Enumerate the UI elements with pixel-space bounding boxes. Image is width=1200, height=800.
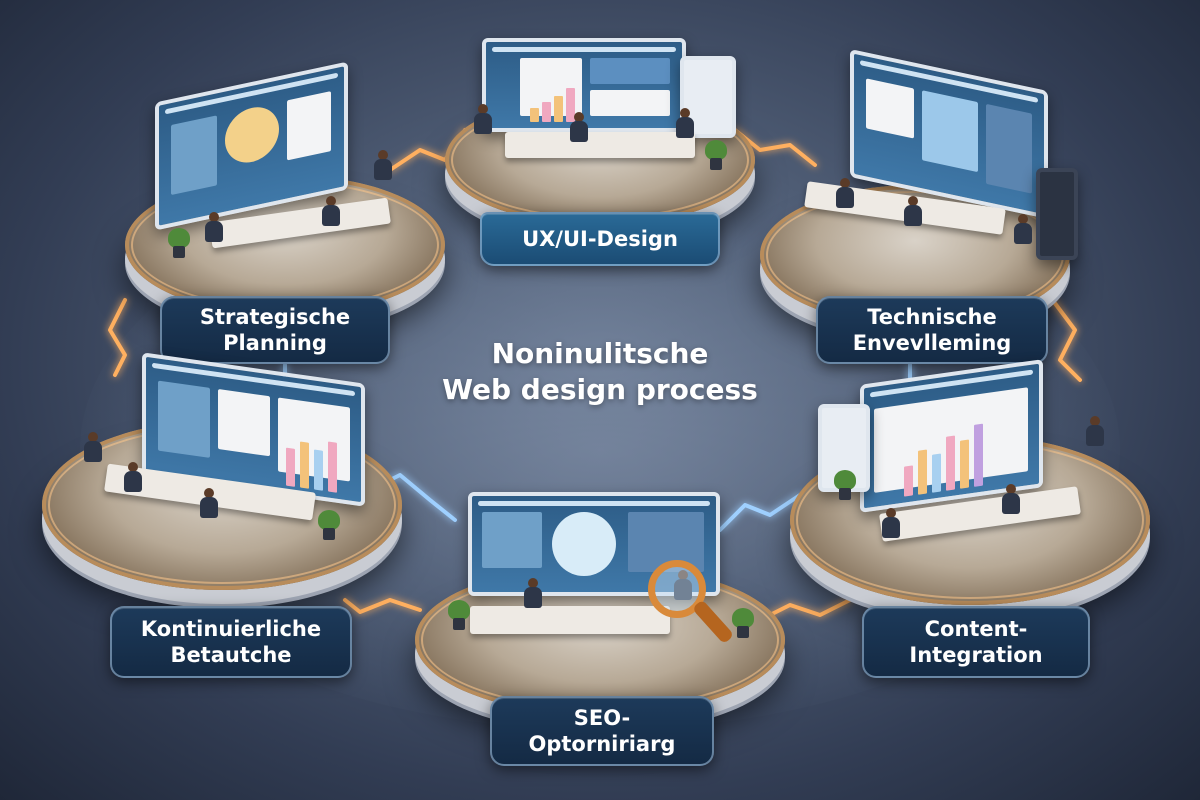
stage-label-strategische-planung[interactable]: Strategische Planning [160,296,390,364]
ux-ui-plant [705,140,727,170]
ux-ui-monitor-wall [482,38,686,132]
diagram-title-line1: Noninulitsche [491,337,709,370]
diagram-title-line2: Web design process [442,373,758,406]
content-editor-3 [1086,416,1104,446]
content-side-monitor [818,404,870,492]
stage-label-ux-ui-design[interactable]: UX/UI-Design [480,212,720,266]
tech-server-rack [1036,168,1078,260]
content-editor-1 [882,508,900,538]
stage-label-technische-entwicklung[interactable]: Technische Envevlleming [816,296,1048,364]
tech-developer-3 [1014,214,1032,244]
ux-ui-designer-1 [474,104,492,134]
stage-label-kontinuierliche-betreuung[interactable]: Kontinuierliche Betautche [110,606,352,678]
strategy-planner-2 [322,196,340,226]
tech-developer-2 [904,196,922,226]
content-plant [834,470,856,500]
strategy-planner-1 [205,212,223,242]
seo-plant-right [732,608,754,638]
seo-specialist-1 [524,578,542,608]
stage-label-seo-optimierung[interactable]: SEO- Optorniriarg [490,696,714,766]
tech-developer-1 [836,178,854,208]
support-agent-2 [124,462,142,492]
ux-ui-designer-2 [570,112,588,142]
ux-ui-desk [505,132,695,158]
seo-plant [448,600,470,630]
diagram-title: Noninulitsche Web design process [400,336,800,408]
strategy-plant [168,228,190,258]
support-agent-1 [84,432,102,462]
support-agent-3 [200,488,218,518]
stage-label-content-integration[interactable]: Content- Integration [862,606,1090,678]
strategy-planner-3 [374,150,392,180]
content-editor-2 [1002,484,1020,514]
support-plant [318,510,340,540]
seo-desk [470,606,670,634]
ux-ui-designer-3 [676,108,694,138]
